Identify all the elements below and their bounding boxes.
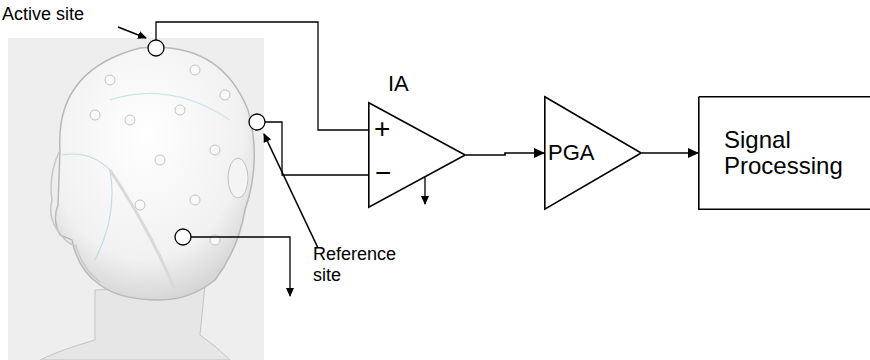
process-box: Signal Processing [698,96,870,210]
site-label: Reference site [313,244,393,285]
amplifier-name: PGA [548,141,594,165]
electrode [148,40,265,245]
photo-ground [8,38,264,360]
amplifier-triangle: IA+− [368,102,466,208]
input-sign: − [375,158,391,189]
signal-arrow [466,153,544,155]
site-label: Active site [2,4,84,25]
leader-arrow [118,27,318,248]
amplifier-name: IA [388,72,409,96]
electrode-wires [156,22,425,296]
signal-arrow [642,152,698,154]
box-label: Signal Processing [724,127,844,180]
amplifier-triangle: PGA [544,96,642,210]
input-sign: + [374,114,390,145]
